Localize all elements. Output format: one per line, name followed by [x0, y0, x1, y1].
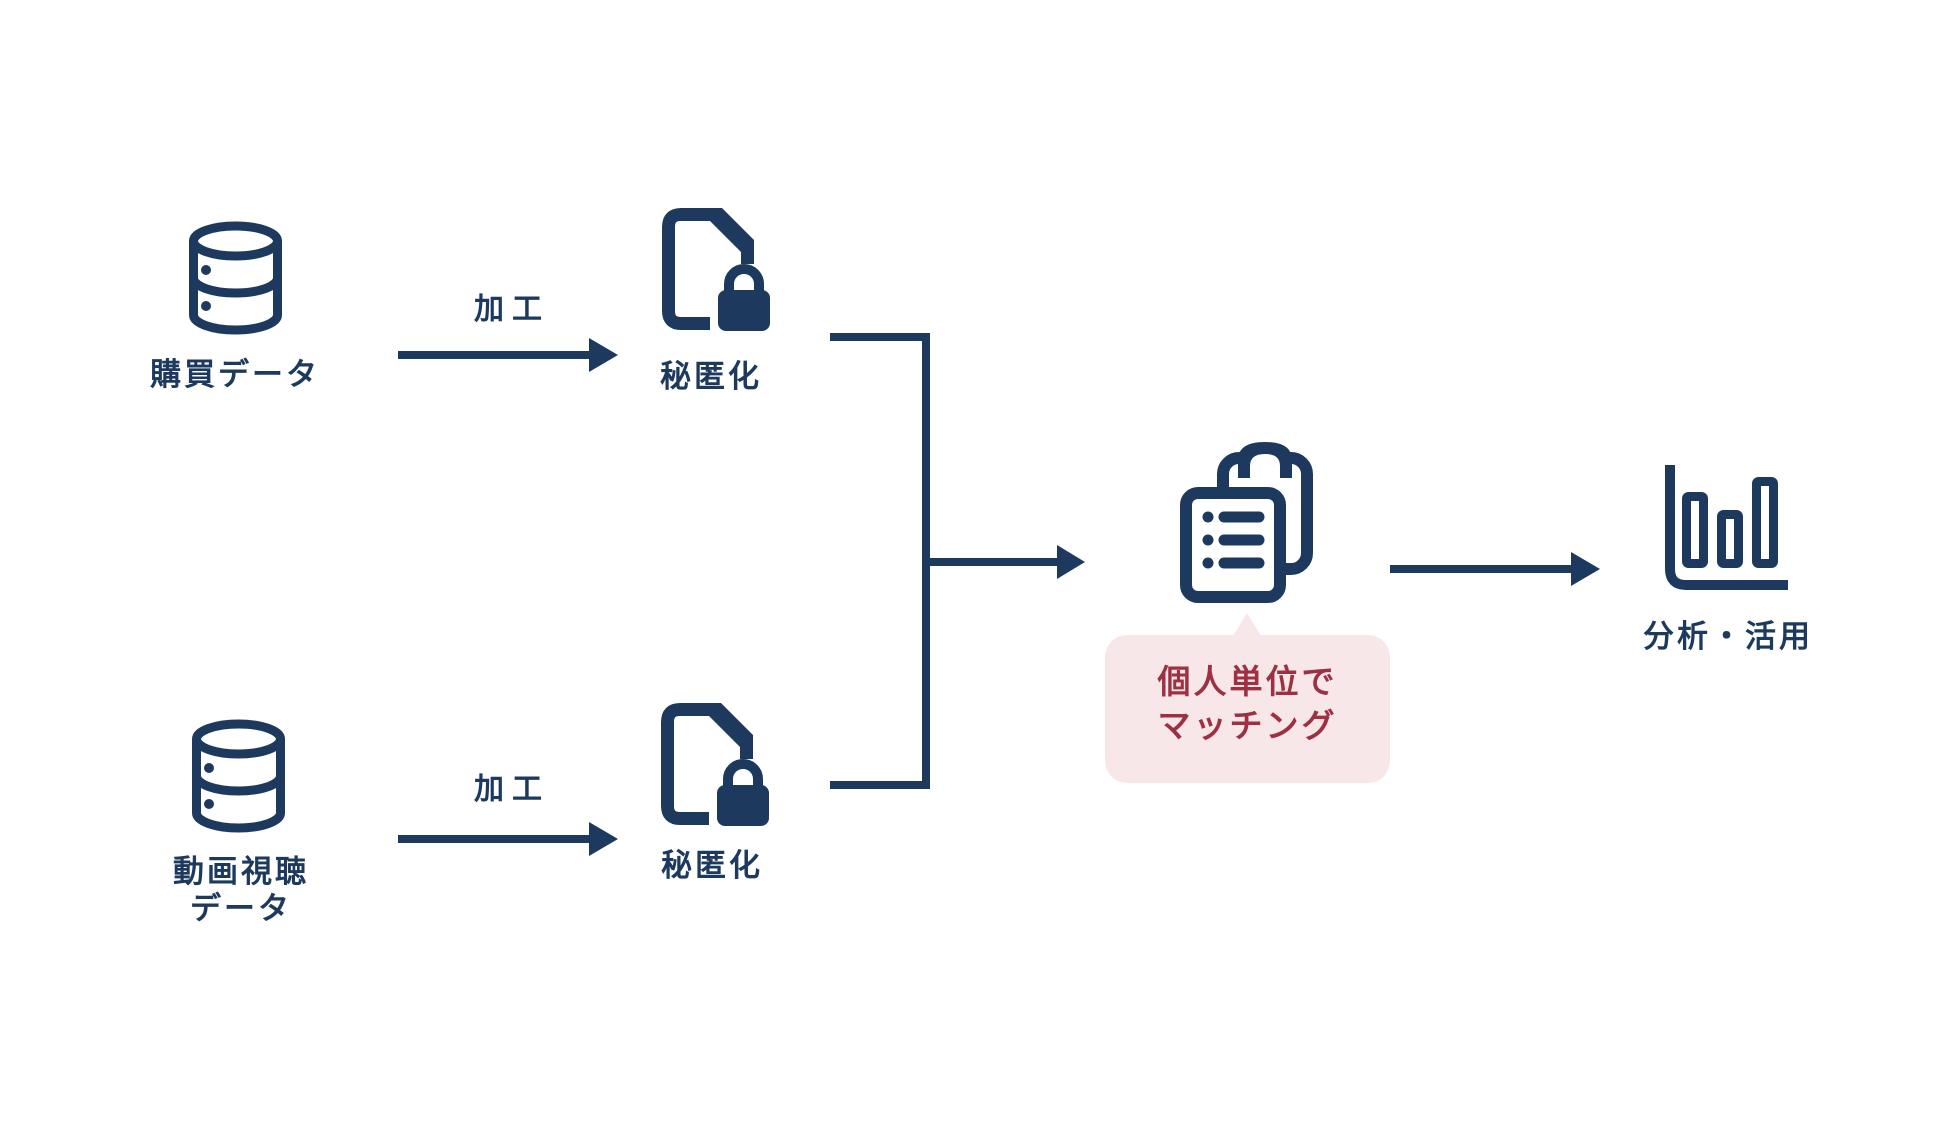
arrow-right-icon [1390, 552, 1600, 586]
arrow-right-icon [398, 338, 618, 372]
source-bottom-label: 動画視聴 データ [173, 853, 309, 927]
anonymize-top-label: 秘匿化 [660, 359, 762, 394]
database-icon [192, 719, 285, 833]
source-bottom-label-line1: 動画視聴 [173, 854, 309, 889]
document-lock-icon [661, 703, 769, 826]
source-bottom-label-line2: データ [190, 891, 292, 926]
matching-callout-text: 個人単位で マッチング [1105, 635, 1390, 748]
anonymize-bottom-label: 秘匿化 [661, 848, 763, 883]
callout-pointer [1233, 613, 1261, 636]
source-top-label: 購買データ [150, 357, 320, 392]
process-top-label: 加工 [474, 293, 550, 326]
matching-callout-line2: マッチング [1157, 707, 1338, 744]
output-label: 分析・活用 [1643, 619, 1813, 654]
arrow-right-icon [398, 822, 618, 856]
document-lock-icon [662, 208, 770, 331]
arrow-right-icon [926, 545, 1085, 579]
process-bottom-label: 加工 [474, 773, 550, 806]
matching-callout-line1: 個人単位で [1157, 663, 1338, 700]
matching-callout: 個人単位で マッチング [1105, 613, 1390, 783]
bar-chart-icon [1665, 465, 1788, 590]
database-icon [189, 221, 282, 335]
clipboard-list-icon [1180, 442, 1313, 603]
merge-bracket-connector [830, 333, 930, 789]
